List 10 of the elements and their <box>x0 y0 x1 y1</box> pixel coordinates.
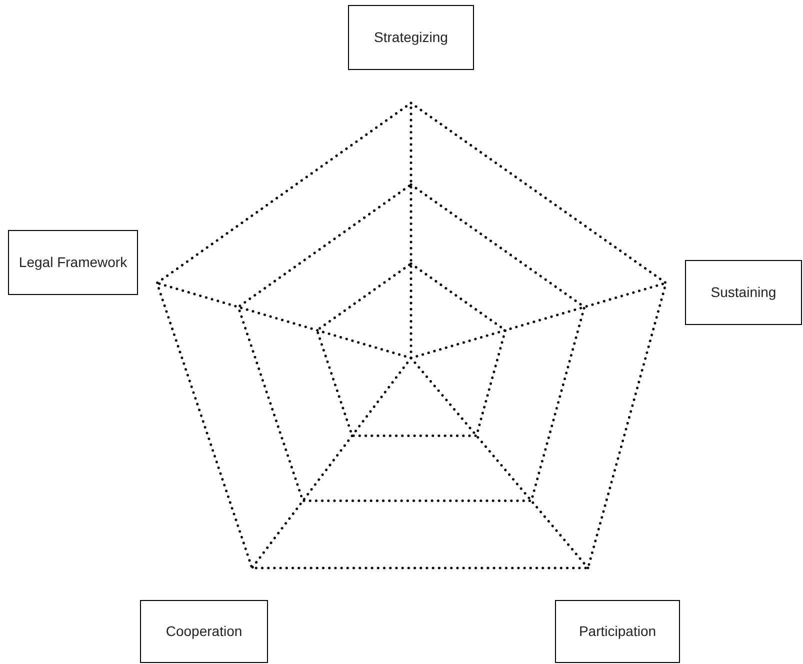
label-box <box>8 230 138 295</box>
label-box <box>685 260 802 325</box>
label-box <box>140 600 268 663</box>
axis-label: Strategizing <box>373 28 449 46</box>
axis-label: Sustaining <box>710 284 778 302</box>
axis-label: Participation <box>578 622 658 640</box>
axis-label: Cooperation <box>164 622 244 640</box>
axis-label: Legal Framework <box>18 254 128 272</box>
label-box <box>348 5 474 70</box>
label-box <box>555 600 680 663</box>
